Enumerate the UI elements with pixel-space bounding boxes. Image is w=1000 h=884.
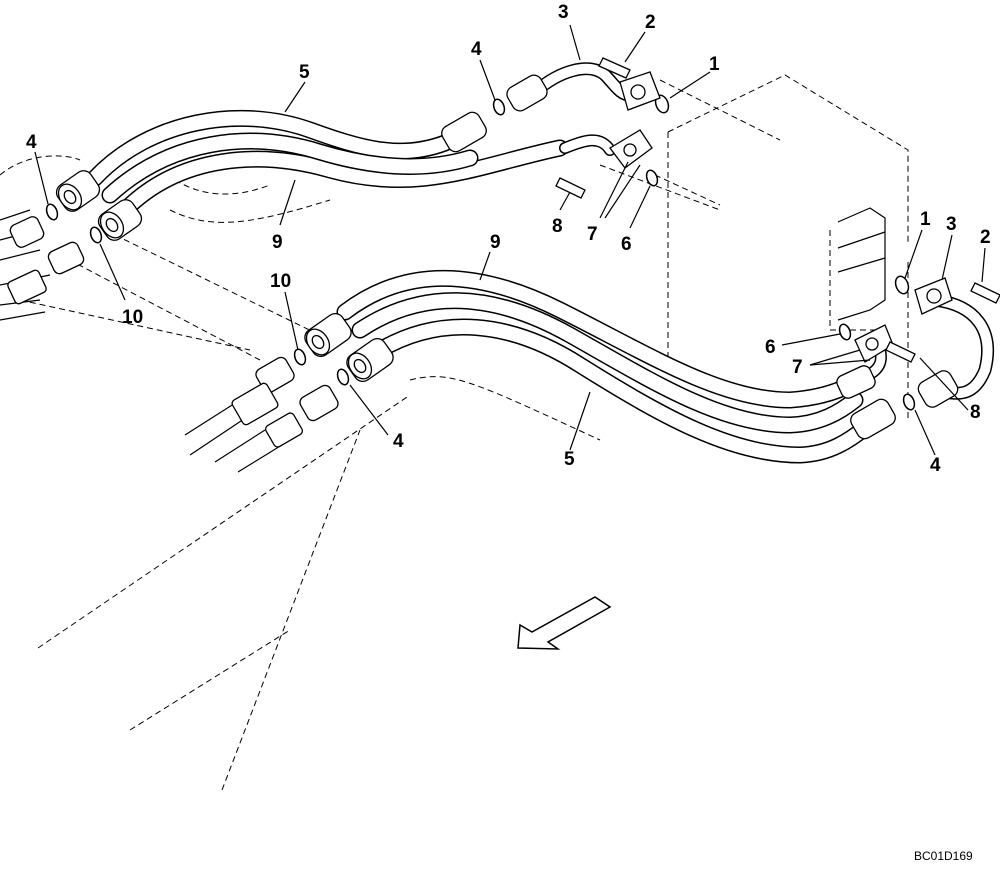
fitting-lower-2	[346, 337, 394, 383]
callout-5-lower: 5	[564, 449, 575, 470]
callout-3-upper: 3	[558, 2, 569, 23]
hose-middle-lower	[351, 292, 864, 434]
hose-9-lower	[336, 269, 859, 409]
direction-arrow	[517, 596, 612, 650]
callout-6-lower: 6	[765, 337, 776, 358]
left-adapters-lower	[184, 356, 339, 473]
fitting-lower-right-1	[836, 365, 876, 399]
fitting-lower-right-3	[917, 370, 959, 408]
callout-10-left: 10	[122, 307, 143, 328]
flange-upper	[619, 71, 661, 111]
fitting-upper-right	[506, 74, 548, 112]
left-adapters-upper	[0, 209, 85, 321]
callout-4-lower-right: 4	[930, 455, 941, 476]
callout-1-lower: 1	[920, 209, 931, 230]
hose-middle-upper	[101, 132, 479, 204]
tube-3-upper	[528, 62, 637, 102]
fitting-lower-1	[304, 312, 352, 358]
leader-lines	[34, 24, 986, 456]
flange-lower	[914, 277, 953, 315]
hose-5-upper	[86, 109, 454, 187]
callout-7-lower: 7	[792, 357, 803, 378]
split-flange-lower	[854, 324, 894, 363]
callout-7-upper: 7	[587, 224, 598, 245]
callout-5-upper: 5	[299, 62, 310, 83]
callout-3-lower: 3	[946, 214, 957, 235]
tube-upper-right	[559, 134, 616, 156]
hose-9-upper	[116, 139, 569, 219]
hose-5-lower	[371, 318, 874, 464]
bolts	[555, 57, 1000, 363]
callout-4-left: 4	[26, 132, 37, 153]
callout-8-upper: 8	[552, 216, 563, 237]
callout-2-upper: 2	[645, 12, 656, 33]
callout-9-upper: 9	[272, 232, 283, 253]
o-rings	[45, 94, 916, 411]
callout-4-lower-left: 4	[393, 431, 404, 452]
callout-2-lower: 2	[980, 227, 991, 248]
callout-4-upper: 4	[471, 39, 482, 60]
fitting-lower-right-2	[850, 398, 896, 440]
mount-blocks	[837, 207, 886, 321]
callout-10-mid: 10	[270, 271, 291, 292]
fitting-upper-mid	[441, 111, 487, 153]
callout-8-lower: 8	[970, 402, 981, 423]
drawing-code: BC01D169	[914, 849, 973, 863]
callout-1-upper: 1	[709, 54, 720, 75]
fitting-upper-left-1	[55, 170, 101, 212]
tube-3-lower	[928, 293, 995, 400]
callout-6-upper: 6	[621, 234, 632, 255]
fitting-upper-left-2	[97, 199, 143, 241]
callout-9-lower: 9	[490, 232, 501, 253]
split-flange-upper	[609, 129, 653, 169]
callout-labels: 3 2 1 4 4 5 9 8 7 6 10 10 9 1 3 2 6 7 8 …	[26, 2, 991, 476]
